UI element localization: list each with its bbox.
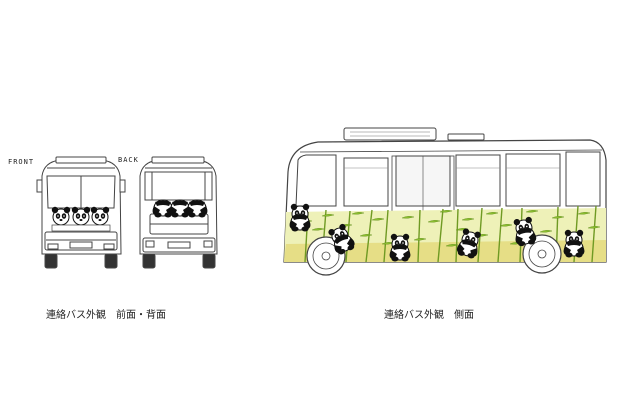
caption-front-back: 連絡バス外観 前面・背面 xyxy=(46,310,166,321)
back-panda-group xyxy=(152,199,208,218)
bus-wheels xyxy=(306,234,562,276)
back-view-label: BACK xyxy=(118,156,139,164)
front-panda-group xyxy=(51,206,111,232)
front-view-label: FRONT xyxy=(8,158,35,166)
caption-side: 連絡バス外観 側面 xyxy=(384,310,474,321)
